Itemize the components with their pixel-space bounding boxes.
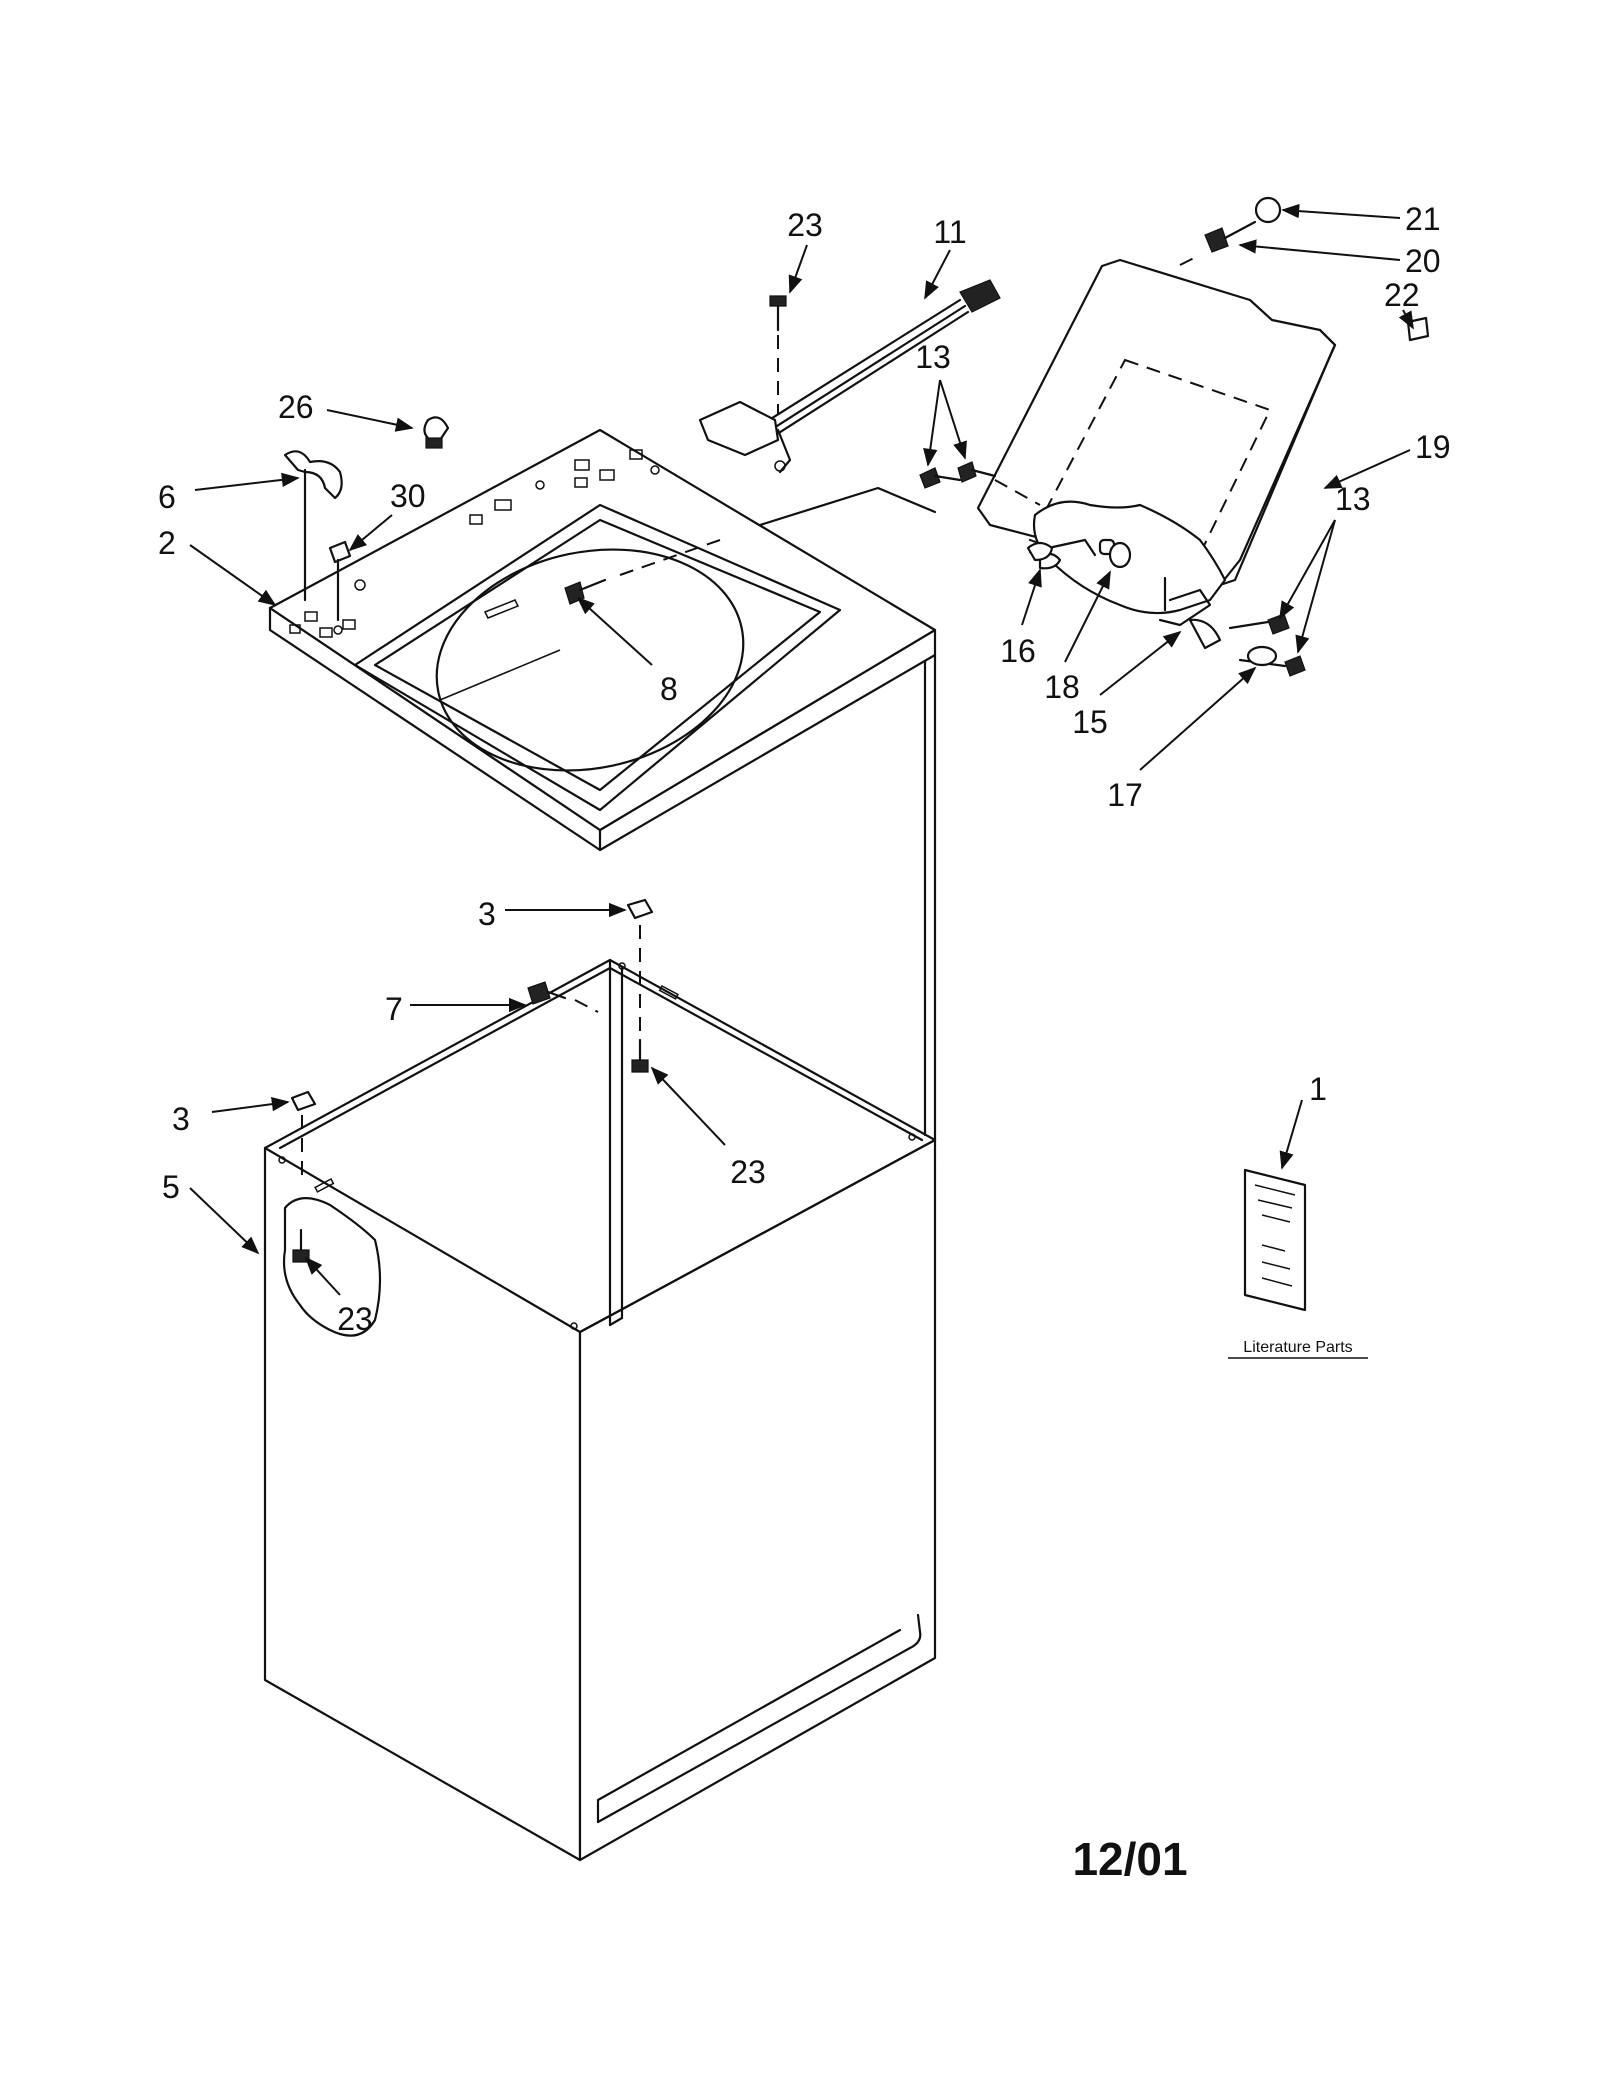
callout-23-top: 23: [787, 207, 823, 243]
lid-switch-harness: [698, 279, 1001, 474]
callout-21: 21: [1405, 201, 1441, 237]
callout-22: 22: [1384, 277, 1420, 313]
callout-1: 1: [1309, 1071, 1327, 1107]
callout-13-top: 13: [915, 339, 951, 375]
callout-labels: 23 11 21 20 22 13 19 13 26 6 30 2 8 16 1…: [158, 201, 1451, 1337]
literature-parts-label: Literature Parts: [1243, 1339, 1352, 1356]
callout-20: 20: [1405, 243, 1441, 279]
cabinet: [263, 653, 937, 1862]
callout-6: 6: [158, 479, 176, 515]
callout-2: 2: [158, 525, 176, 561]
callout-16: 16: [1000, 633, 1036, 669]
top-panel: [268, 428, 937, 852]
callout-7: 7: [385, 991, 403, 1027]
leader-lines: [189, 203, 1414, 1296]
callout-13-right: 13: [1335, 481, 1371, 517]
callout-17: 17: [1107, 777, 1143, 813]
lid: [976, 258, 1337, 650]
literature-booklet: [1243, 1168, 1307, 1312]
callout-26: 26: [278, 389, 314, 425]
callout-11: 11: [933, 214, 966, 250]
callout-30: 30: [390, 478, 426, 514]
callout-23-mid: 23: [730, 1154, 766, 1190]
date-code: 12/01: [1072, 1833, 1187, 1885]
callout-15: 15: [1072, 704, 1108, 740]
callout-19: 19: [1415, 429, 1451, 465]
callout-5: 5: [162, 1169, 180, 1205]
callout-18: 18: [1044, 669, 1080, 705]
callout-3-left: 3: [172, 1101, 190, 1137]
callout-3-top: 3: [478, 896, 496, 932]
callout-8: 8: [660, 671, 678, 707]
callout-23-low: 23: [337, 1301, 373, 1337]
